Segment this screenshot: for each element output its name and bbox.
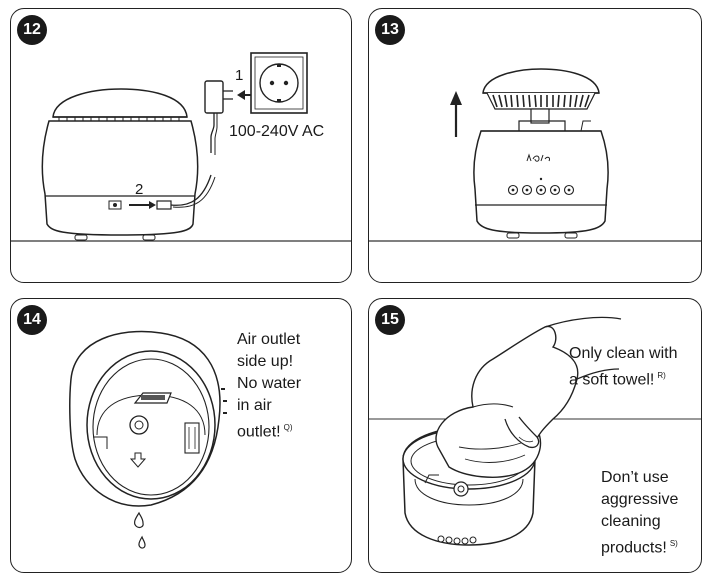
wall-socket-icon [250,52,308,114]
step-number-badge: 15 [375,305,405,335]
diffuser-base-icon [473,120,609,239]
step-13-panel: 13 [368,8,702,283]
step-14-illustration [69,330,227,549]
step-number-badge: 14 [17,305,47,335]
step-13-illustration [369,68,701,242]
step-number-badge: 12 [17,15,47,45]
caution-line-4: products!S) [601,533,678,559]
tip-line-2: a soft towel!R) [569,365,666,391]
diffuser-cap-icon [482,68,600,124]
caution-line-3: cleaning [601,513,661,530]
footnote-q: Q) [283,423,293,432]
power-adapter-icon [204,80,233,155]
step-12-illustration [11,52,351,242]
callout-plug-number: 1 [235,67,244,84]
water-drop-icon [133,511,146,549]
water-tank-icon [69,330,227,507]
warning-line-5: outlet!Q) [237,417,292,443]
diffuser-icon [41,88,216,241]
step-12-panel: 12 [10,8,352,283]
warning-line-5-text: outlet! [237,423,281,441]
caution-line-2: aggressive [601,491,679,508]
footnote-r: R) [657,371,666,380]
footnote-s: S) [669,539,678,548]
voltage-label: 100-240V AC [229,123,325,140]
warning-line-2: side up! [237,353,294,370]
step-15-illustration [369,316,701,546]
warning-line-3: No water [237,375,302,392]
hand-with-towel-icon [435,316,622,478]
tip-line-2-text: a soft towel! [569,371,655,389]
warning-line-1: Air outlet [237,331,301,348]
caution-line-1: Don’t use [601,469,669,486]
warning-line-4: in air [237,397,272,414]
step-number-badge: 13 [375,15,405,45]
tip-line-1: Only clean with [569,345,678,362]
lift-arrow-icon [450,91,462,137]
step-14-panel: 14 [10,298,352,573]
step-15-panel: 15 [368,298,702,573]
caution-line-4-text: products! [601,539,667,557]
callout-port-number: 2 [135,181,144,198]
